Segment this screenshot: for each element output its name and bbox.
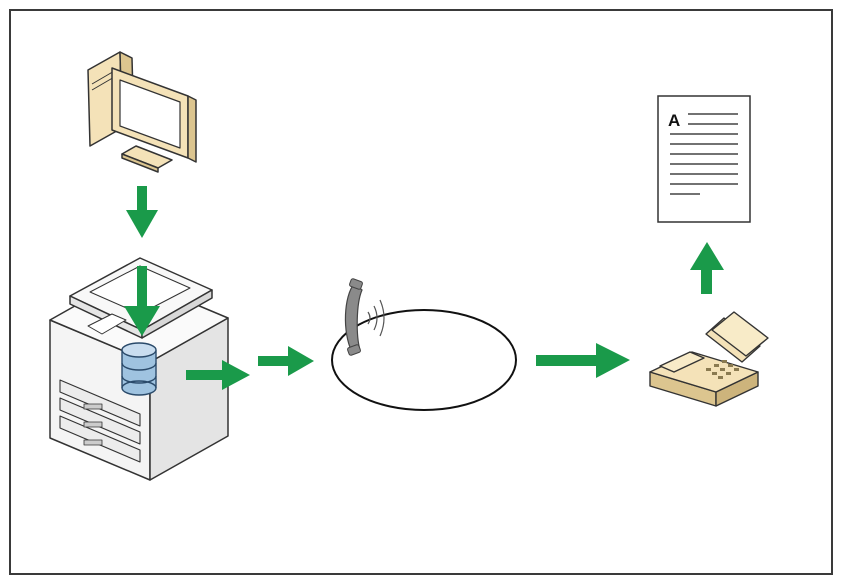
fax-machine-icon	[649, 311, 769, 407]
arrow-to-network	[258, 346, 314, 376]
arrow-into-printer	[124, 266, 160, 336]
arrow-up-to-document	[690, 242, 724, 294]
arrow-from-printer	[186, 360, 250, 390]
hard-disk-storage-icon	[121, 342, 157, 396]
document-letter: A	[668, 111, 680, 130]
document-icon: A	[657, 95, 751, 223]
arrow-down-to-printer	[126, 186, 158, 238]
computer-icon	[87, 51, 197, 173]
arrow-to-fax	[536, 343, 630, 378]
telephone-network-icon	[331, 278, 517, 411]
